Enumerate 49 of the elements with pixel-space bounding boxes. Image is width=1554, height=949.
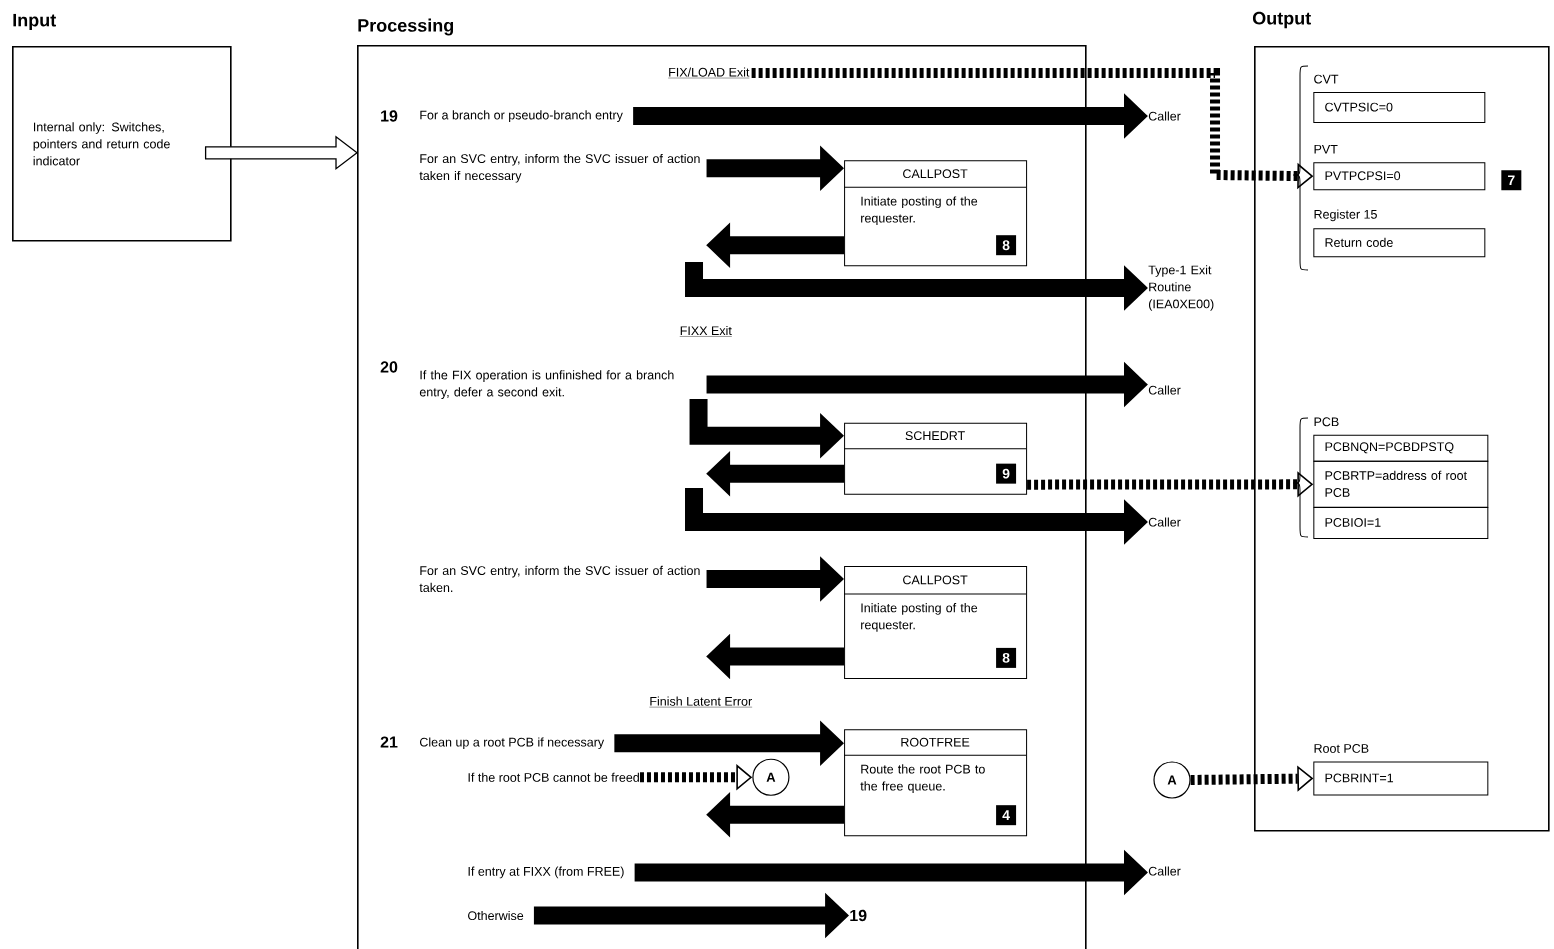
data-field: PCBIOI=1: [1313, 506, 1489, 539]
step-text: Clean up a root PCB if necessary: [419, 737, 605, 750]
target-label: Caller: [1148, 111, 1181, 121]
field-heading: Register 15: [1314, 209, 1377, 222]
field-heading: Root PCB: [1314, 744, 1369, 753]
step-number: 19: [381, 110, 398, 122]
field-heading: CVT: [1314, 74, 1339, 84]
module-name: CALLPOST: [903, 575, 968, 585]
field-heading: PCB: [1314, 417, 1339, 427]
step-text: If the root PCB cannot be freed: [468, 772, 639, 782]
data-field: PCBRTP=address of root PCB: [1313, 460, 1489, 508]
module-name: SCHEDRT: [905, 431, 965, 441]
exit-heading: FIXX Exit: [679, 325, 733, 337]
panel-heading: Processing: [358, 18, 454, 36]
description: Initiate posting of the requester.: [861, 603, 978, 632]
target-label: Caller: [1148, 385, 1181, 395]
description: Route the root PCB to the free queue.: [860, 764, 985, 793]
data-field: Return code: [1313, 228, 1486, 258]
data-field: PCBNQN=PCBDPSTQ: [1313, 434, 1489, 462]
data-field: CVTPSIC=0: [1313, 92, 1486, 124]
step-number-badge: 8: [996, 235, 1017, 256]
exit-heading: FIX/LOAD Exit: [667, 67, 750, 79]
target-label: Caller: [1148, 866, 1181, 876]
panel-heading: Input: [13, 13, 56, 31]
step-text: Otherwise: [468, 910, 524, 921]
step-number-badge: 8: [996, 647, 1017, 668]
panel-box: Internal only: Switches, pointers and return code indicator: [12, 46, 232, 242]
panel-heading: Output: [1252, 11, 1311, 29]
description: Initiate posting of the requester.: [861, 196, 978, 226]
step-number-badge: 4: [996, 805, 1017, 826]
step-number-badge: 9: [996, 463, 1017, 484]
data-field: PVTPCPSI=0: [1313, 162, 1486, 191]
step-text: If entry at FIXX (from FREE): [468, 866, 624, 879]
step-text: For a branch or pseudo-branch entry: [420, 110, 623, 122]
data-field: PCBRINT=1: [1313, 761, 1489, 796]
step-number: 20: [380, 361, 398, 373]
step-text: For an SVC entry, inform the SVC issuer of action taken if necessary: [419, 153, 700, 183]
hollow-arrow: [204, 135, 359, 171]
module-name: ROOTFREE: [901, 737, 970, 747]
field-heading: PVT: [1314, 144, 1338, 154]
step-number: 21: [380, 736, 398, 748]
step-number-badge: 7: [1501, 170, 1522, 191]
module-name: CALLPOST: [903, 169, 968, 179]
step-number: 19: [850, 909, 867, 922]
target-label: Type-1 Exit Routine (IEA0XE00): [1148, 265, 1214, 311]
step-text: For an SVC entry, inform the SVC issuer of action taken.: [419, 565, 700, 592]
exit-heading: Finish Latent Error: [649, 696, 753, 708]
target-label: Caller: [1148, 517, 1181, 527]
step-text: If the FIX operation is unfinished for a branch entry, defer a second exit.: [419, 370, 674, 399]
